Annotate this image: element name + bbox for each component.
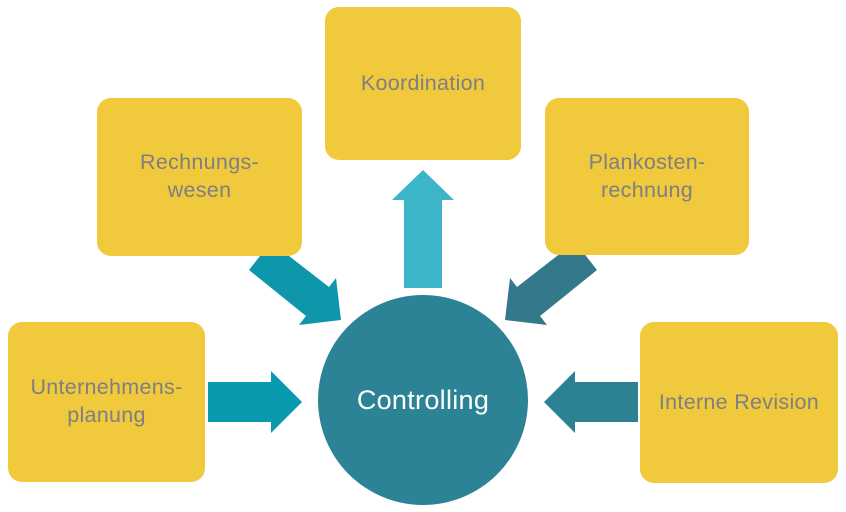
- node-interne-revision: Interne Revision: [640, 322, 838, 483]
- arrow-left-icon: [544, 371, 638, 433]
- center-node-controlling: Controlling: [318, 295, 528, 505]
- node-koordination: Koordination: [325, 7, 521, 160]
- arrow-right-icon: [208, 371, 302, 433]
- node-unternehmensplanung: Unternehmens- planung: [8, 322, 205, 482]
- node-plankostenrechnung-label: Plankosten- rechnung: [588, 149, 706, 202]
- node-rechnungswesen-label: Rechnungs- wesen: [140, 150, 259, 202]
- node-rechnungswesen: Rechnungs- wesen: [97, 98, 302, 256]
- arrow-up-icon: [392, 170, 454, 288]
- arrow-down-right-icon: [249, 242, 341, 325]
- arrow-down-left-icon: [505, 242, 597, 325]
- node-interne-revision-label: Interne Revision: [658, 389, 820, 414]
- node-koordination-label: Koordination: [360, 70, 486, 95]
- node-plankostenrechnung: Plankosten- rechnung: [545, 98, 749, 255]
- center-node-label: Controlling: [356, 384, 490, 415]
- node-unternehmensplanung-label: Unternehmens- planung: [30, 375, 183, 427]
